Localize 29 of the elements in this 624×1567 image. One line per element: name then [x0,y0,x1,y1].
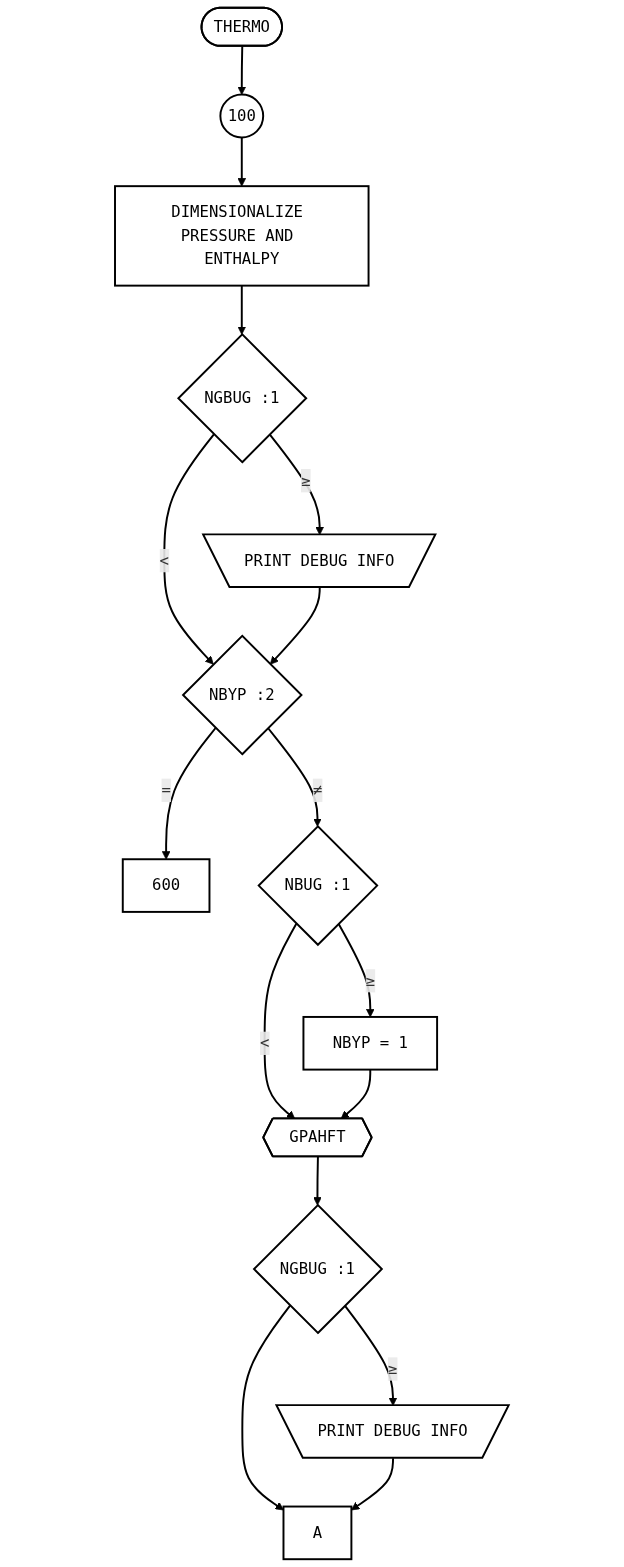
node-diamond: NGBUG :1 [252,1203,384,1335]
node-box: NBYP = 1 [302,1015,439,1071]
edge-label: < [260,1033,270,1053]
edge-label: = [161,780,171,800]
node-diamond: NBUG :1 [257,825,379,947]
arrow [340,1068,372,1120]
node-box: DIMENSIONALIZE PRESSURE AND ENTHALPY [114,185,370,287]
arrow [237,45,247,95]
node-diamond: NGBUG :1 [177,333,308,464]
node-box: A [282,1505,353,1561]
arrow [337,922,375,1018]
arrow [163,433,215,665]
arrow [344,1304,398,1406]
arrow [263,922,298,1120]
arrow [241,1304,292,1511]
node-box: 600 [121,858,211,913]
edge-label: < [159,550,170,570]
arrow [162,727,217,860]
arrow [237,136,247,187]
edge-label: ≠ [312,780,323,800]
arrow [313,1155,322,1206]
edge-label: ≥ [301,470,311,490]
edge-label: ≥ [388,1359,398,1378]
arrow [267,727,322,827]
node-diamond: NBYP :2 [181,634,303,756]
node-circle: 100 [219,93,265,139]
arrow [237,284,247,335]
arrow [351,1457,395,1511]
edge-label: ≥ [365,971,376,990]
